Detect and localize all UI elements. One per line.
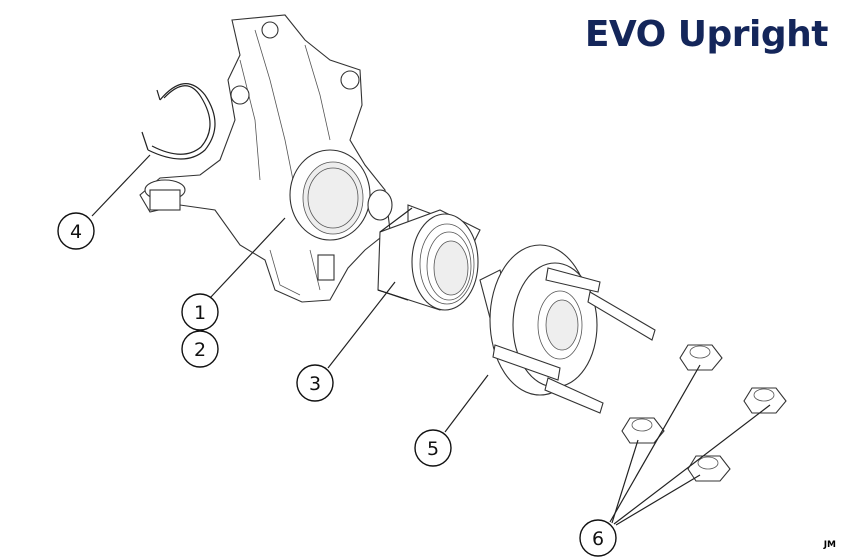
callout-1-label: 1: [194, 302, 206, 324]
upright-part: [139, 14, 393, 303]
callout-6-label: 6: [592, 528, 604, 550]
wheel-nut: [687, 455, 731, 482]
callout-4: 4: [57, 212, 95, 250]
callout-4-label: 4: [70, 221, 82, 243]
wheel-nut: [679, 344, 723, 371]
circlip-part: [141, 83, 216, 160]
callout-3: 3: [296, 364, 334, 402]
callout-6: 6: [579, 519, 617, 557]
callout-2: 2: [181, 330, 219, 368]
callout-5-label: 5: [427, 438, 439, 460]
leader-lines: [91, 154, 771, 526]
wheel-nut: [743, 387, 787, 414]
wheel-nut: [621, 417, 665, 444]
callout-5: 5: [414, 429, 452, 467]
hub-part: [479, 244, 656, 414]
callout-3-label: 3: [309, 373, 321, 395]
callout-2-label: 2: [194, 339, 206, 361]
bearing-part: [377, 204, 481, 311]
author-initials: JM: [823, 540, 836, 550]
wheel-nuts-part: [621, 344, 787, 482]
callout-1: 1: [181, 293, 219, 331]
diagram-title: EVO Upright: [584, 14, 829, 55]
